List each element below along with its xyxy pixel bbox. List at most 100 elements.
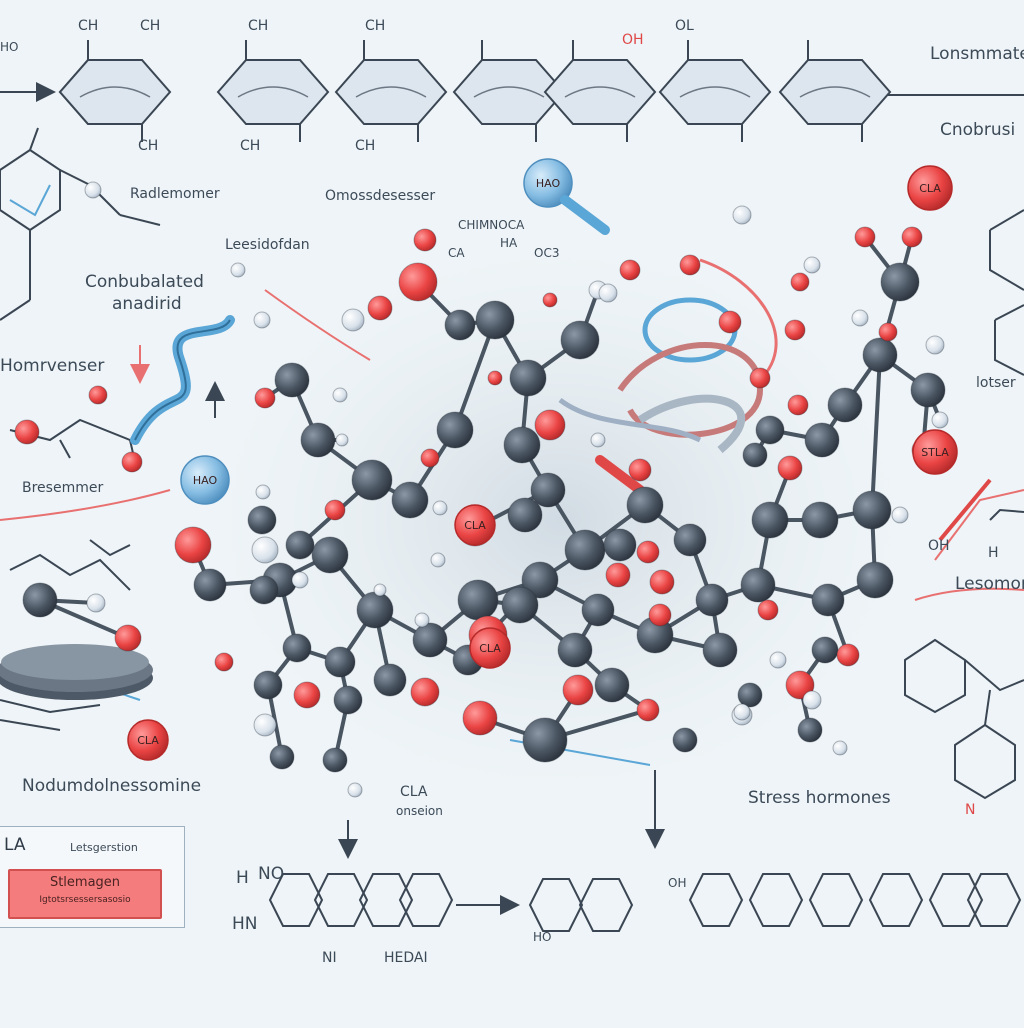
carbon-atom (373, 663, 407, 697)
carbon-atom (247, 505, 277, 535)
label-cla-onseion-1: CLA (400, 784, 428, 800)
top-chain-ring (658, 59, 772, 125)
legend-highlight-box: Stlemagen Igtotsrsessersasosio (8, 869, 162, 919)
carbon-atom (797, 717, 823, 743)
label-hedai: HEDAI (384, 950, 428, 966)
top-chain-ring (216, 59, 330, 125)
oxygen-atom (398, 262, 438, 302)
oxygen-atom (324, 499, 346, 521)
oxygen-atom (542, 292, 558, 308)
carbon-atom (862, 337, 898, 373)
label-lesomones: Lesomones (955, 574, 1024, 594)
carbon-atom (391, 481, 429, 519)
hydrogen-atom (803, 256, 821, 274)
top-chain-ring-inner (237, 86, 309, 98)
carbon-atom (322, 747, 348, 773)
legend-subtitle: Letsgerstion (70, 841, 138, 854)
carbon-atom (522, 717, 568, 763)
badge-stick (560, 195, 610, 235)
hydrogen-atom (341, 308, 365, 332)
label-cnobrusi: Cnobrusi (940, 120, 1016, 140)
carbon-atom (530, 472, 566, 508)
hydrogen-atom (253, 713, 277, 737)
hydrogen-atom (769, 651, 787, 669)
stacked-layer-disc (0, 644, 153, 700)
carbon-atom (751, 501, 789, 539)
bottom-chain-ring (358, 873, 414, 927)
carbon-atom (285, 530, 315, 560)
label-lotser: lotser (976, 375, 1016, 391)
badge-label-cla-2: CLA (464, 519, 486, 532)
carbon-atom (436, 411, 474, 449)
carbon-atom (827, 387, 863, 423)
carbon-atom (300, 422, 336, 458)
label-oh-right: OH (928, 538, 950, 554)
carbon-atom (282, 633, 312, 663)
carbon-atom (737, 682, 763, 708)
label-radlemomer: Radlemomer (130, 186, 220, 202)
oxygen-atom (88, 385, 108, 405)
oxygen-atom (462, 700, 498, 736)
hydrogen-atom (925, 335, 945, 355)
hydrogen-atom (373, 583, 387, 597)
carbon-atom (581, 593, 615, 627)
label-oc3: OC3 (534, 246, 560, 260)
legend-title: LA (4, 835, 26, 855)
bottom-chain-ring (313, 873, 369, 927)
oxygen-atom (649, 569, 675, 595)
hydrogen-atom (733, 703, 751, 721)
label-lonsmmate: Lonsmmate (930, 44, 1024, 64)
label-ch-bot-2: CH (240, 138, 261, 154)
carbon-atom (740, 567, 776, 603)
oxygen-atom (214, 652, 234, 672)
carbon-atom (594, 667, 630, 703)
carbon-atom (811, 636, 839, 664)
hydrogen-atom (430, 552, 446, 568)
label-anadirid: anadirid (112, 294, 182, 314)
oxygen-atom (367, 295, 393, 321)
carbon-atom (564, 529, 606, 571)
oxygen-atom (605, 562, 631, 588)
oxygen-atom (749, 367, 771, 389)
label-n-right: N (965, 802, 976, 818)
carbon-atom (560, 320, 600, 360)
top-chain-ring-inner (799, 86, 871, 98)
label-leesidofdan: Leesidofdan (225, 237, 310, 253)
label-stress-hormones: Stress hormones (748, 788, 891, 808)
oxygen-atom (562, 674, 594, 706)
bottom-chain-ring (528, 878, 584, 932)
badge-atom-cla-1 (907, 165, 953, 211)
bottom-chain-ring (578, 878, 634, 932)
top-chain-ring-inner (355, 86, 427, 98)
dna-helix-left-inner (134, 319, 231, 441)
oxygen-atom (787, 394, 809, 416)
carbon-atom (910, 372, 946, 408)
carbon-atom (412, 622, 448, 658)
carbon-atom (501, 586, 539, 624)
top-chain-ring (334, 59, 448, 125)
carbon-atom (521, 561, 559, 599)
bottom-chain-ring (868, 873, 924, 927)
top-chain-ring-inner (564, 86, 636, 98)
oxygen-atom (254, 387, 276, 409)
label-bresemmer: Bresemmer (22, 480, 104, 496)
top-chain-ring (778, 59, 892, 125)
oxygen-atom (121, 451, 143, 473)
carbon-atom (801, 501, 839, 539)
carbon-atom (673, 523, 707, 557)
badge-label-cla-4: CLA (137, 734, 159, 747)
carbon-atom (503, 426, 541, 464)
oxygen-atom (777, 455, 803, 481)
hydrogen-atom (253, 311, 271, 329)
hydrogen-atom (832, 740, 848, 756)
badge-atom-hao-1 (180, 455, 230, 505)
label-cla-onseion-2: onseion (396, 804, 443, 818)
legend-box: LA Letsgerstion Stlemagen Igtotsrsessers… (0, 826, 185, 928)
carbon-atom (880, 262, 920, 302)
legend-box-line1: Stlemagen (49, 875, 121, 890)
carbon-atom (351, 459, 393, 501)
hydrogen-atom (291, 571, 309, 589)
badge-label-stla: STLA (921, 446, 949, 459)
